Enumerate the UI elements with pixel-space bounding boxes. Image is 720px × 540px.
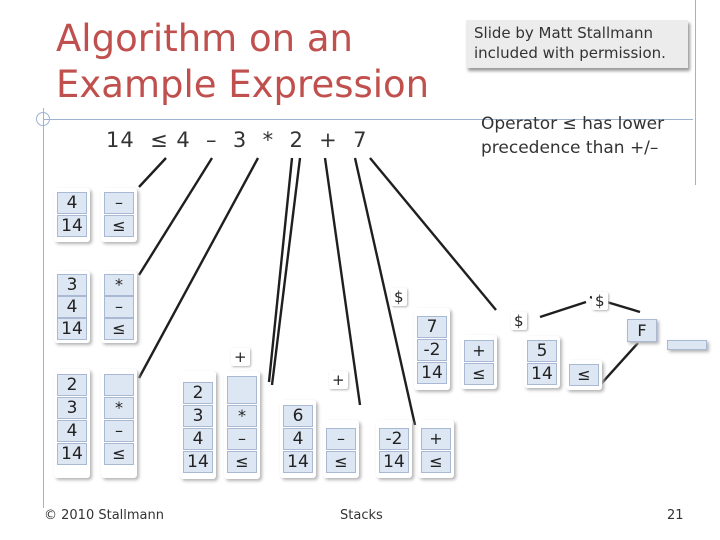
stack-operator: *	[104, 397, 134, 419]
plus-marker: +	[231, 348, 250, 366]
stack-value: 2	[57, 374, 87, 396]
dollar-marker: $	[391, 288, 407, 306]
stack-operator: –	[104, 420, 134, 442]
arrow-line	[137, 157, 214, 276]
stack-operator: *	[227, 405, 257, 427]
stack-operator: –	[227, 428, 257, 450]
stack-value: 3	[57, 274, 87, 296]
stack-operator: ≤	[421, 451, 451, 473]
plus-marker: +	[329, 371, 348, 389]
stack-operator: –	[326, 428, 356, 450]
dollar-marker: $	[592, 292, 608, 310]
stack-operator: ≤	[569, 364, 599, 386]
arrow-line	[600, 342, 639, 385]
operator-note-line-2: precedence than +/–	[481, 138, 659, 158]
stack-operator: –	[104, 296, 134, 318]
slide-title-line-1: Algorithm on an	[56, 17, 353, 60]
stack-value: 14	[527, 363, 557, 385]
stack-value: 4	[57, 420, 87, 442]
stack-s1: 4 14	[54, 188, 90, 242]
operator-note: Operator ≤ has lower precedence than +/–	[481, 112, 701, 160]
stack-value: 14	[379, 451, 409, 473]
stack-operator: *	[104, 274, 134, 296]
stack-value: 14	[57, 443, 87, 465]
frame-horizontal-line	[43, 119, 693, 120]
stack-value: -2	[417, 339, 447, 361]
arrow-line	[138, 157, 167, 188]
dollar-marker: $	[511, 312, 527, 330]
operator-note-line-1: Operator ≤ has lower	[481, 114, 665, 134]
stack-operator: ≤	[326, 451, 356, 473]
stack-s7-ops: + ≤	[461, 335, 497, 389]
stack-value: 6	[283, 405, 313, 427]
frame-corner-ring	[36, 112, 50, 126]
stack-empty-cell	[104, 374, 134, 396]
slide-title: Algorithm on an Example Expression	[56, 16, 456, 108]
stack-value: 14	[57, 318, 87, 340]
stack-s4-ops: * – ≤	[224, 371, 260, 479]
stack-s2: 3 4 14	[54, 271, 90, 343]
credit-line-2: included with permission.	[474, 44, 666, 62]
stack-s7: 7 -2 14	[414, 308, 450, 390]
stack-s4: 2 3 4 14	[180, 371, 216, 479]
stack-value: 4	[57, 192, 87, 214]
arrow-line	[539, 300, 587, 319]
arrow-line	[137, 157, 260, 379]
stack-s3-ops: * – ≤	[101, 369, 137, 478]
stack-value: 14	[57, 215, 87, 237]
final-empty-bar	[667, 340, 707, 350]
stack-operator: +	[464, 340, 494, 362]
frame-vertical-line	[43, 108, 44, 508]
stack-operator: ≤	[104, 215, 134, 237]
stack-s5-ops: – ≤	[323, 420, 359, 478]
stack-operator: ≤	[227, 451, 257, 473]
stack-empty-cell	[227, 376, 257, 404]
arrow-line	[270, 157, 302, 386]
frame-right-line	[695, 0, 696, 185]
stack-value: 4	[283, 428, 313, 450]
stack-s2-ops: * – ≤	[101, 271, 137, 343]
stack-value: 2	[183, 382, 213, 404]
credit-box: Slide by Matt Stallmann included with pe…	[466, 20, 688, 68]
stack-operator: ≤	[104, 443, 134, 465]
slide-title-line-2: Example Expression	[56, 63, 430, 106]
stack-value: 14	[417, 362, 447, 384]
stack-value: 7	[417, 316, 447, 338]
stack-s6-ops: + ≤	[418, 420, 454, 478]
stack-operator: ≤	[104, 318, 134, 340]
stack-value: 14	[283, 451, 313, 473]
stack-value: 5	[527, 340, 557, 362]
final-result-box: F	[627, 319, 657, 342]
stack-s3: 2 3 4 14	[54, 369, 90, 478]
page-number: 21	[667, 508, 684, 523]
stack-s8-ops: ≤	[566, 360, 602, 390]
credit-line-1: Slide by Matt Stallmann	[474, 24, 653, 42]
example-expression: 14 ≤ 4 – 3 * 2 + 7	[106, 128, 368, 152]
arrow-line	[323, 157, 362, 406]
stack-value: 3	[57, 397, 87, 419]
stack-value: 4	[57, 296, 87, 318]
stack-value: 14	[183, 451, 213, 473]
stack-value: 3	[183, 405, 213, 427]
arrow-line	[267, 157, 294, 383]
stack-operator: –	[104, 192, 134, 214]
stack-operator: +	[421, 428, 451, 450]
stack-s8: 5 14	[524, 336, 560, 388]
footer-stacks-label: Stacks	[340, 508, 383, 523]
stack-value: -2	[379, 428, 409, 450]
stack-s5: 6 4 14	[280, 400, 316, 478]
stack-operator: ≤	[464, 363, 494, 385]
stack-s1-ops: – ≤	[101, 188, 137, 242]
stack-value: 4	[183, 428, 213, 450]
arrow-line	[369, 157, 497, 311]
footer-copyright: © 2010 Stallmann	[44, 508, 164, 523]
stack-s6: -2 14	[376, 420, 412, 478]
arrow-line	[353, 157, 417, 426]
